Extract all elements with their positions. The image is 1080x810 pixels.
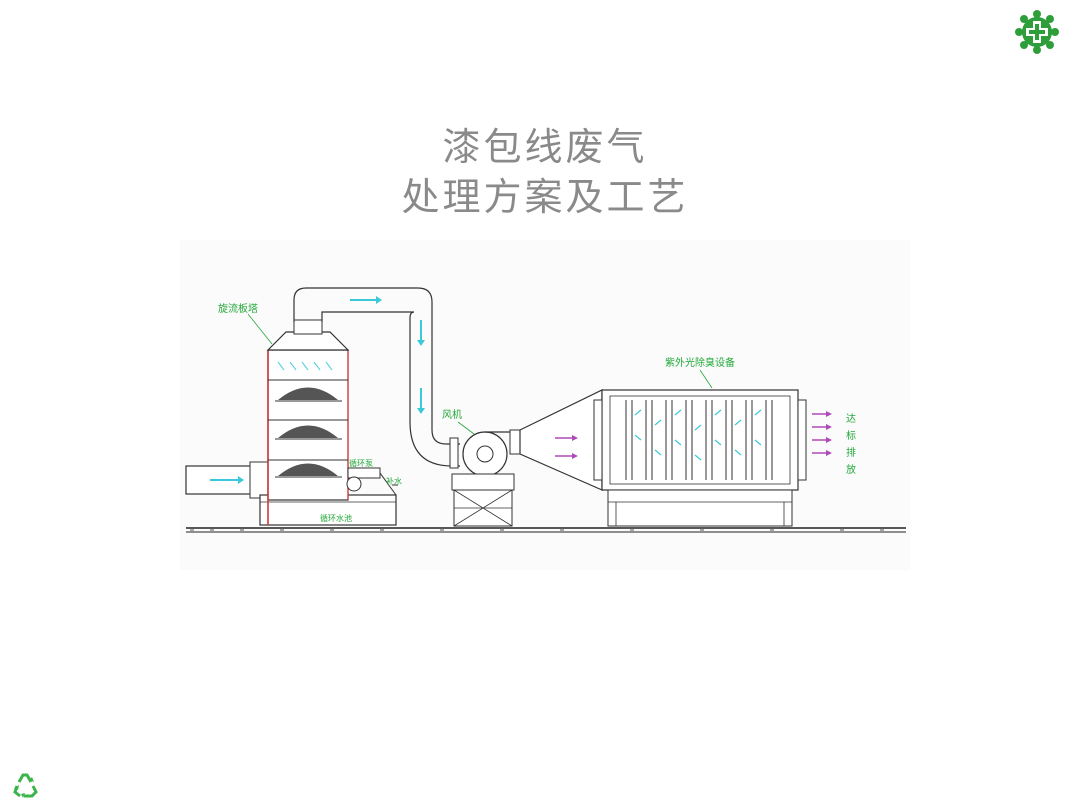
circulation-pump: [346, 467, 398, 496]
exhaust-arrows: [812, 411, 832, 456]
tower-label: 旋流板塔: [218, 302, 258, 315]
ground-line: [186, 527, 906, 533]
inlet-duct: [185, 461, 269, 499]
fan-label: 风机: [442, 408, 462, 421]
fan: [449, 429, 521, 527]
process-diagram: 循环水池 旋流板塔 循环泵 补水: [180, 240, 910, 570]
uv-deodorizing-unit: [593, 389, 807, 527]
title-line-1: 漆包线废气: [442, 125, 648, 169]
outlet-label-4: 放: [846, 463, 856, 476]
uv-label: 紫外光除臭设备: [665, 356, 735, 369]
outlet-label-3: 排: [846, 446, 856, 459]
pool-label: 循环水池: [320, 513, 352, 523]
outlet-label-1: 达: [846, 413, 856, 425]
title-line-2: 处理方案及工艺: [401, 175, 689, 219]
spray-tower: [266, 319, 350, 525]
valve-tag: 补水: [386, 476, 402, 486]
connecting-duct: [293, 287, 460, 467]
green-cross-logo-icon: [1015, 10, 1059, 54]
pump-tag: 循环泵: [349, 458, 373, 468]
outlet-label-2: 标: [846, 430, 856, 442]
recycle-icon: [13, 773, 38, 798]
